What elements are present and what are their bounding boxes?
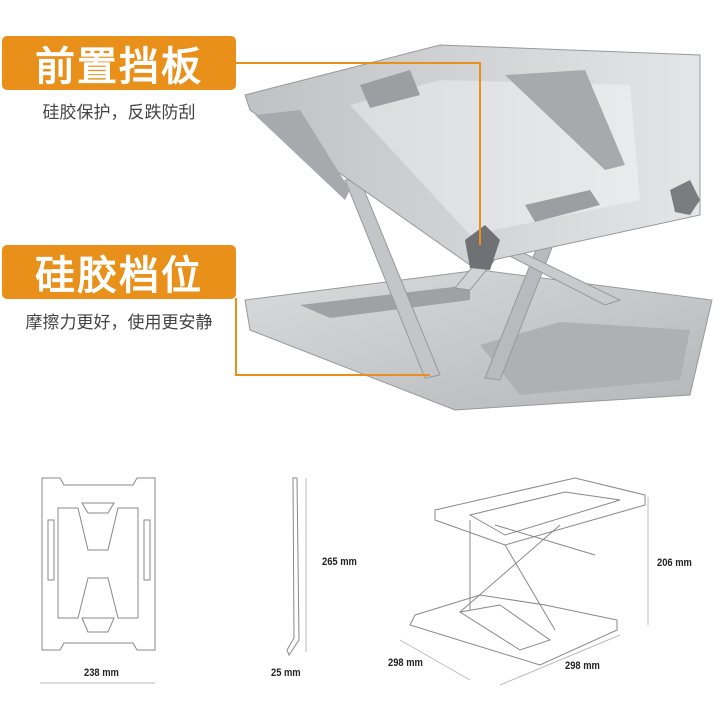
- side-thickness-label: 25 mm: [271, 667, 301, 679]
- iso-view-drawing: [399, 477, 649, 686]
- iso-depth-label: 298 mm: [388, 657, 423, 669]
- iso-width-label: 298 mm: [565, 660, 600, 672]
- feature-badge-front-stopper: 前置挡板: [2, 36, 236, 90]
- feature-subtitle-silicone-gears: 摩擦力更好，使用更安静: [25, 313, 213, 333]
- iso-height-label: 206 mm: [657, 557, 692, 569]
- side-height-label: 265 mm: [322, 556, 357, 568]
- side-view-drawing: [286, 477, 307, 657]
- feature-subtitle-front-stopper: 硅胶保护，反跌防刮: [42, 103, 196, 123]
- front-width-label: 238 mm: [84, 667, 119, 679]
- laptop-stand-photo: [235, 44, 713, 411]
- front-view-drawing: [40, 477, 156, 684]
- feature-badge-silicone-gears: 硅胶档位: [2, 245, 236, 299]
